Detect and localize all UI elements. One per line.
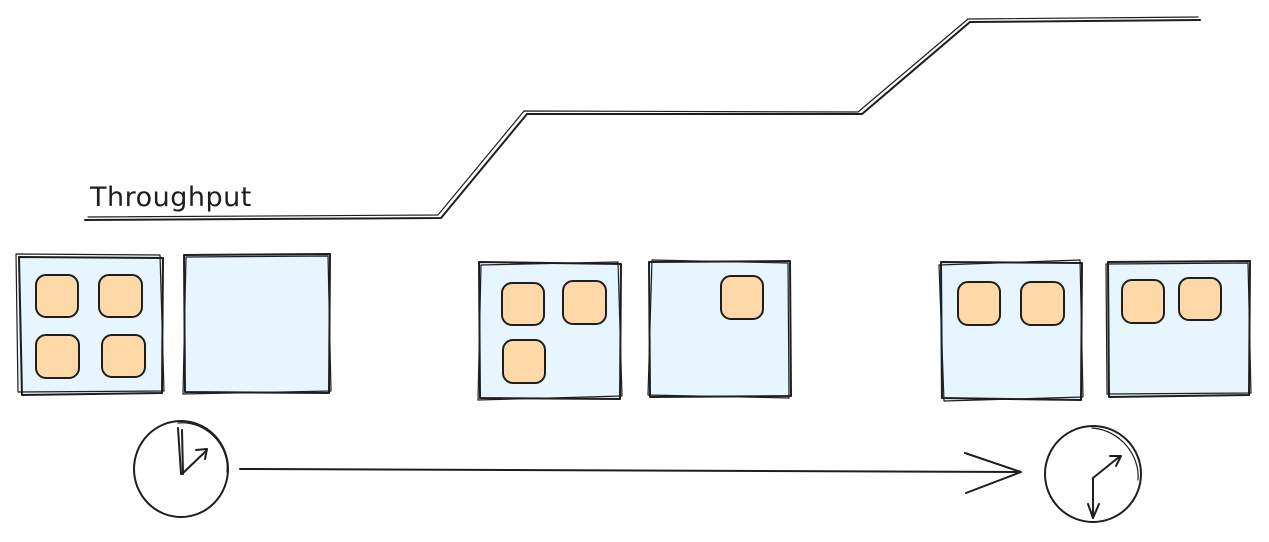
stage-1-box-right — [182, 253, 332, 395]
stage-3-item — [957, 281, 1001, 326]
stage-2-item — [720, 275, 764, 320]
clock-icon — [1044, 425, 1142, 523]
arrow-right-icon — [239, 452, 1022, 494]
stage-1-box-left — [15, 253, 165, 396]
stage-1-item — [98, 274, 143, 318]
stage-2-item — [562, 280, 607, 325]
stage-3-box-left — [938, 259, 1084, 402]
stage-3 — [938, 259, 1252, 402]
stage-2-box-right — [647, 259, 792, 399]
stage-1 — [15, 253, 332, 396]
stage-2-item — [502, 339, 546, 384]
throughput-label: Throughput — [89, 182, 252, 213]
clock-icon — [133, 420, 229, 518]
stage-3-item — [1020, 281, 1065, 326]
stage-2-box-left — [477, 261, 623, 401]
stage-1-item — [35, 334, 80, 379]
stage-3-item — [1178, 277, 1222, 321]
stage-2-item — [501, 282, 545, 326]
stage-3-box-right — [1105, 260, 1252, 398]
stage-2 — [477, 259, 792, 401]
stage-3-item — [1121, 279, 1165, 324]
stage-1-item — [101, 334, 146, 378]
throughput-step-line — [84, 16, 1201, 221]
stage-1-item — [35, 274, 79, 318]
